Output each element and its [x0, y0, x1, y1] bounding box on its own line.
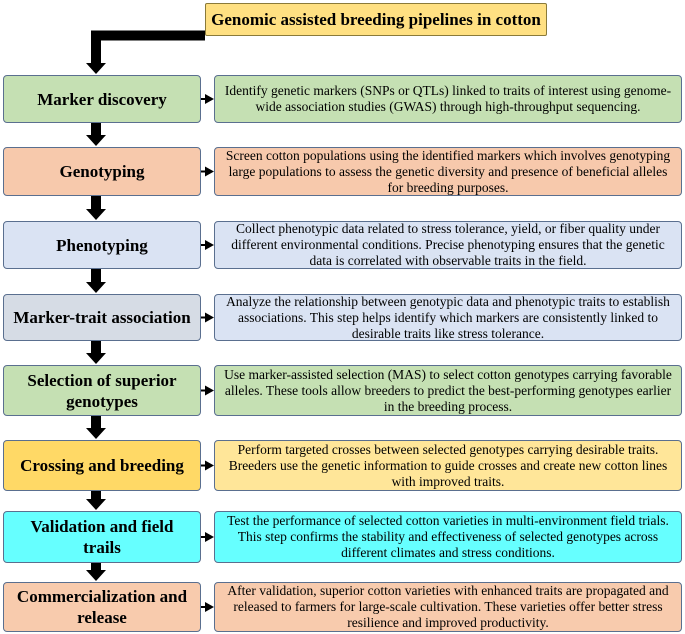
title-connector: [91, 30, 205, 41]
step-description: Identify genetic markers (SNPs or QTLs) …: [214, 75, 682, 123]
down-arrow: [86, 269, 106, 293]
step-box: Genotyping: [3, 147, 201, 196]
step-description: Analyze the relationship between genotyp…: [214, 294, 682, 341]
step-box: Validation and field trails: [3, 511, 201, 563]
step-box: Commercialization and release: [3, 582, 201, 632]
step-description: Test the performance of selected cotton …: [214, 511, 682, 563]
down-arrow: [86, 491, 106, 510]
right-arrow-head: [205, 602, 214, 612]
step-description: Collect phenotypic data related to stres…: [214, 221, 682, 269]
right-arrow-head: [205, 240, 214, 250]
step-description: After validation, superior cotton variet…: [214, 582, 682, 632]
diagram-title: Genomic assisted breeding pipelines in c…: [205, 3, 547, 36]
down-arrow: [86, 416, 106, 439]
right-arrow-head: [205, 385, 214, 396]
step-description: Perform targeted crosses between selecte…: [214, 440, 682, 491]
right-arrow-head: [205, 460, 214, 471]
step-box: Marker-trait association: [3, 294, 201, 341]
step-box: Phenotyping: [3, 221, 201, 269]
down-arrow: [86, 563, 106, 581]
step-box: Crossing and breeding: [3, 440, 201, 491]
right-arrow-head: [205, 94, 214, 104]
down-arrow: [86, 196, 106, 220]
right-arrow-head: [205, 166, 214, 177]
right-arrow-head: [205, 312, 214, 323]
step-description: Use marker-assisted selection (MAS) to s…: [214, 365, 682, 416]
step-description: Screen cotton populations using the iden…: [214, 147, 682, 196]
down-arrow: [86, 341, 106, 364]
step-box: Marker discovery: [3, 75, 201, 123]
right-arrow-head: [205, 532, 214, 542]
down-arrow: [86, 123, 106, 146]
title-down-arrow: [86, 35, 106, 74]
step-box: Selection of superior genotypes: [3, 365, 201, 416]
